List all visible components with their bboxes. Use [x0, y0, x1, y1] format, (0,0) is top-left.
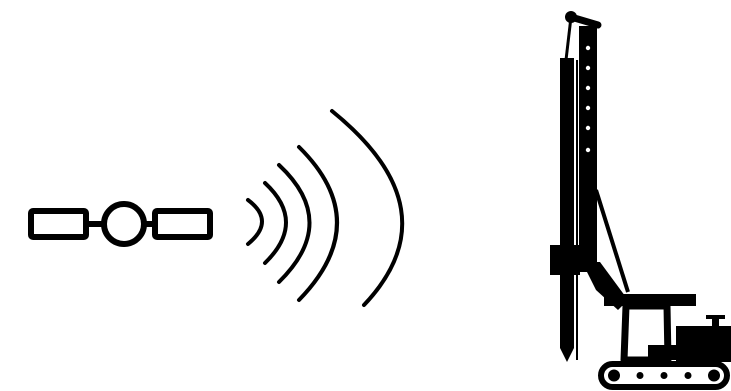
rig-drill-tip	[560, 348, 574, 362]
rig-counterweight	[676, 326, 731, 362]
rig-mast	[560, 58, 574, 348]
rig-cable	[566, 17, 571, 60]
satellite-body	[104, 204, 144, 244]
piling-rig-icon	[550, 11, 731, 387]
signal-wave-4	[299, 147, 337, 300]
rig-exhaust-cap	[706, 315, 725, 319]
signal-wave-1	[248, 200, 262, 244]
satellite-right-panel	[155, 211, 210, 237]
rig-mast-top	[571, 17, 598, 25]
signal-wave-2	[265, 183, 286, 263]
signal-waves-icon	[248, 111, 402, 305]
signal-wave-5	[332, 111, 402, 305]
satellite-icon	[31, 204, 210, 244]
satellite-left-panel	[31, 211, 86, 237]
signal-wave-3	[279, 165, 310, 282]
